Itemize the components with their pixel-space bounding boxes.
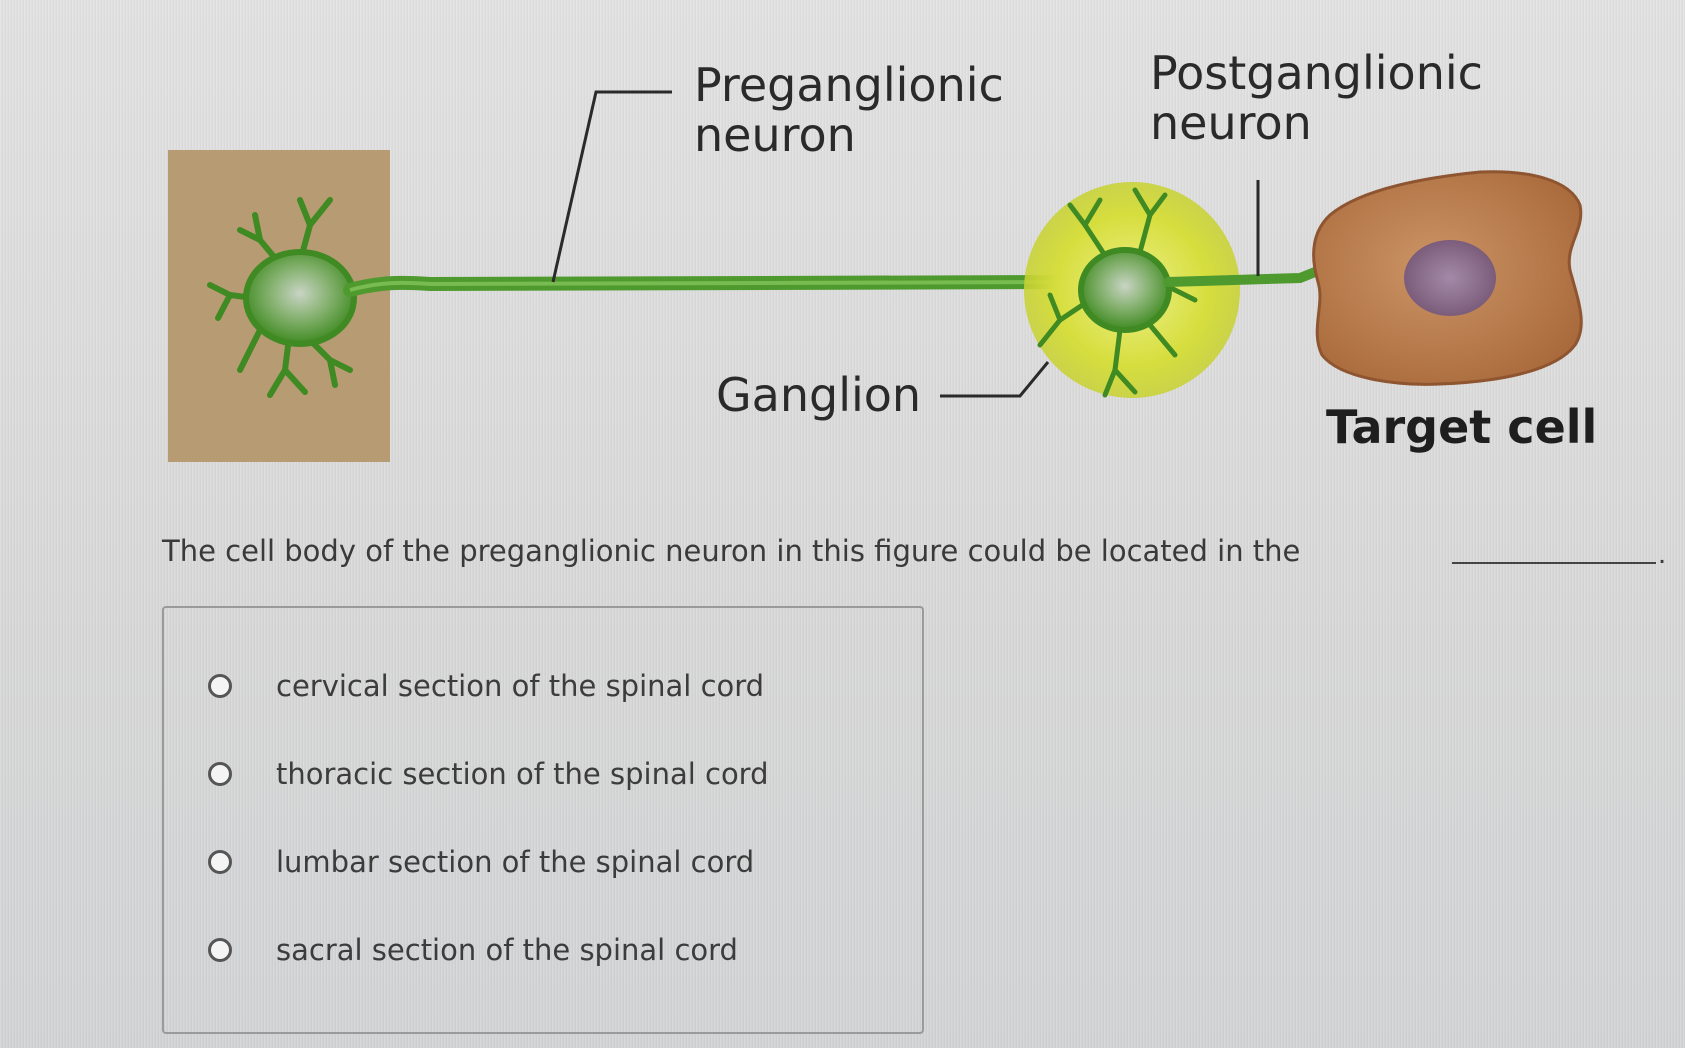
option-sacral[interactable]: sacral section of the spinal cord: [208, 928, 738, 972]
question-text: The cell body of the preganglionic neuro…: [162, 534, 1301, 568]
radio-button-thoracic[interactable]: [208, 762, 232, 786]
postganglionic-dendrites: [1037, 187, 1198, 398]
postganglionic-soma: [1078, 247, 1172, 333]
preganglionic-label: Preganglionic neuron: [694, 58, 1004, 162]
radio-button-cervical[interactable]: [208, 674, 232, 698]
radio-button-lumbar[interactable]: [208, 850, 232, 874]
option-thoracic[interactable]: thoracic section of the spinal cord: [208, 752, 769, 796]
option-label: cervical section of the spinal cord: [276, 669, 765, 703]
postganglionic-axon: [1163, 265, 1325, 287]
neuron-diagram: [168, 90, 1583, 462]
ganglion-label: Ganglion: [716, 368, 922, 422]
blank-period: .: [1658, 538, 1667, 570]
options-box: cervical section of the spinal cord thor…: [162, 606, 924, 1034]
target-cell-nucleus: [1404, 240, 1496, 316]
option-lumbar[interactable]: lumbar section of the spinal cord: [208, 840, 754, 884]
option-label: thoracic section of the spinal cord: [276, 757, 769, 791]
answer-blank: [1452, 562, 1656, 564]
postganglionic-label: Postganglionic neuron: [1150, 46, 1483, 150]
ganglion-leader: [940, 361, 1050, 398]
preganglionic-leader: [551, 90, 672, 283]
radio-button-sacral[interactable]: [208, 938, 232, 962]
target-cell-label: Target cell: [1326, 400, 1598, 454]
option-label: sacral section of the spinal cord: [276, 933, 738, 967]
preganglionic-soma: [243, 249, 357, 347]
neuron-figure: Preganglionic neuron Postganglionic neur…: [0, 0, 1685, 520]
option-label: lumbar section of the spinal cord: [276, 845, 755, 879]
option-cervical[interactable]: cervical section of the spinal cord: [208, 664, 764, 708]
